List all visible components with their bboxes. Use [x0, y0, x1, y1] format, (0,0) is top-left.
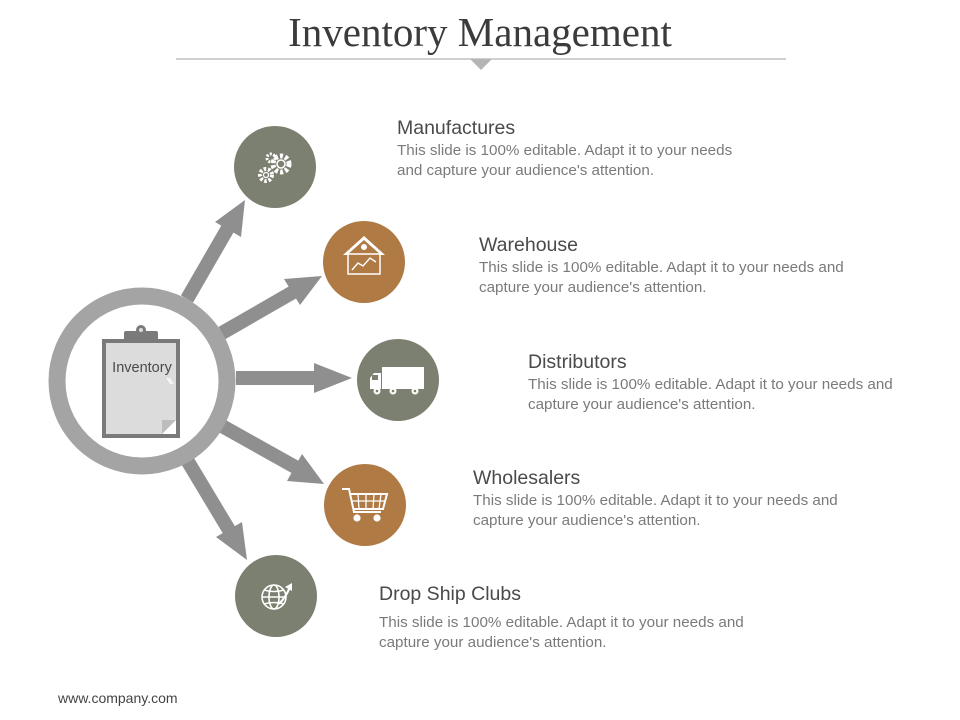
item-manufactures: Manufactures This slide is 100% editable…	[397, 116, 732, 181]
item-title: Manufactures	[397, 117, 516, 139]
item-description-line: This slide is 100% editable. Adapt it to…	[473, 492, 838, 509]
item-description-line: capture your audience's attention.	[379, 634, 607, 651]
item-title: Drop Ship Clubs	[379, 583, 521, 605]
footer-url: www.company.com	[58, 690, 178, 706]
item-description: This slide is 100% editable. Adapt it to…	[379, 613, 744, 653]
item-description-line: This slide is 100% editable. Adapt it to…	[528, 376, 893, 393]
item-description-line: and capture your audience's attention.	[397, 162, 655, 179]
item-description-line: This slide is 100% editable. Adapt it to…	[379, 614, 744, 631]
arrow-warehouse	[218, 276, 322, 340]
warehouse-circle	[323, 221, 405, 303]
item-description-line: capture your audience's attention.	[473, 512, 701, 529]
page-title: Inventory Management	[288, 9, 672, 55]
drop-ship-clubs-circle	[235, 555, 317, 637]
warehouse-icon	[343, 236, 385, 275]
divider-pointer	[470, 59, 492, 70]
arrow-wholesalers	[218, 419, 324, 484]
item-title: Wholesalers	[473, 467, 581, 489]
item-wholesalers: Wholesalers This slide is 100% editable.…	[473, 466, 838, 531]
item-description: This slide is 100% editable. Adapt it to…	[479, 258, 844, 298]
item-warehouse: Warehouse This slide is 100% editable. A…	[479, 233, 844, 298]
wholesalers-circle	[324, 464, 406, 546]
truck-icon	[370, 367, 424, 395]
item-description-line: capture your audience's attention.	[479, 279, 707, 296]
inventory-hub	[48, 287, 236, 475]
item-distributors: Distributors This slide is 100% editable…	[528, 350, 893, 415]
manufactures-circle	[234, 126, 316, 208]
arrow-drop-ship-clubs	[180, 456, 247, 560]
item-description: This slide is 100% editable. Adapt it to…	[397, 141, 732, 181]
item-description-line: This slide is 100% editable. Adapt it to…	[479, 259, 844, 276]
distributors-circle	[357, 339, 439, 421]
arrow-distributors	[236, 363, 352, 393]
gears-icon	[258, 152, 292, 183]
item-description: This slide is 100% editable. Adapt it to…	[528, 375, 893, 415]
item-description-line: This slide is 100% editable. Adapt it to…	[397, 142, 733, 159]
arrow-manufactures	[180, 200, 245, 303]
clipboard-icon	[102, 325, 180, 438]
item-title: Distributors	[528, 351, 627, 373]
inventory-label: Inventory	[112, 360, 172, 376]
cart-icon	[342, 488, 389, 522]
item-description-line: capture your audience's attention.	[528, 396, 756, 413]
globe-icon	[261, 583, 292, 610]
item-drop-ship-clubs: Drop Ship Clubs This slide is 100% edita…	[379, 582, 744, 653]
item-title: Warehouse	[479, 234, 578, 256]
item-description: This slide is 100% editable. Adapt it to…	[473, 491, 838, 531]
